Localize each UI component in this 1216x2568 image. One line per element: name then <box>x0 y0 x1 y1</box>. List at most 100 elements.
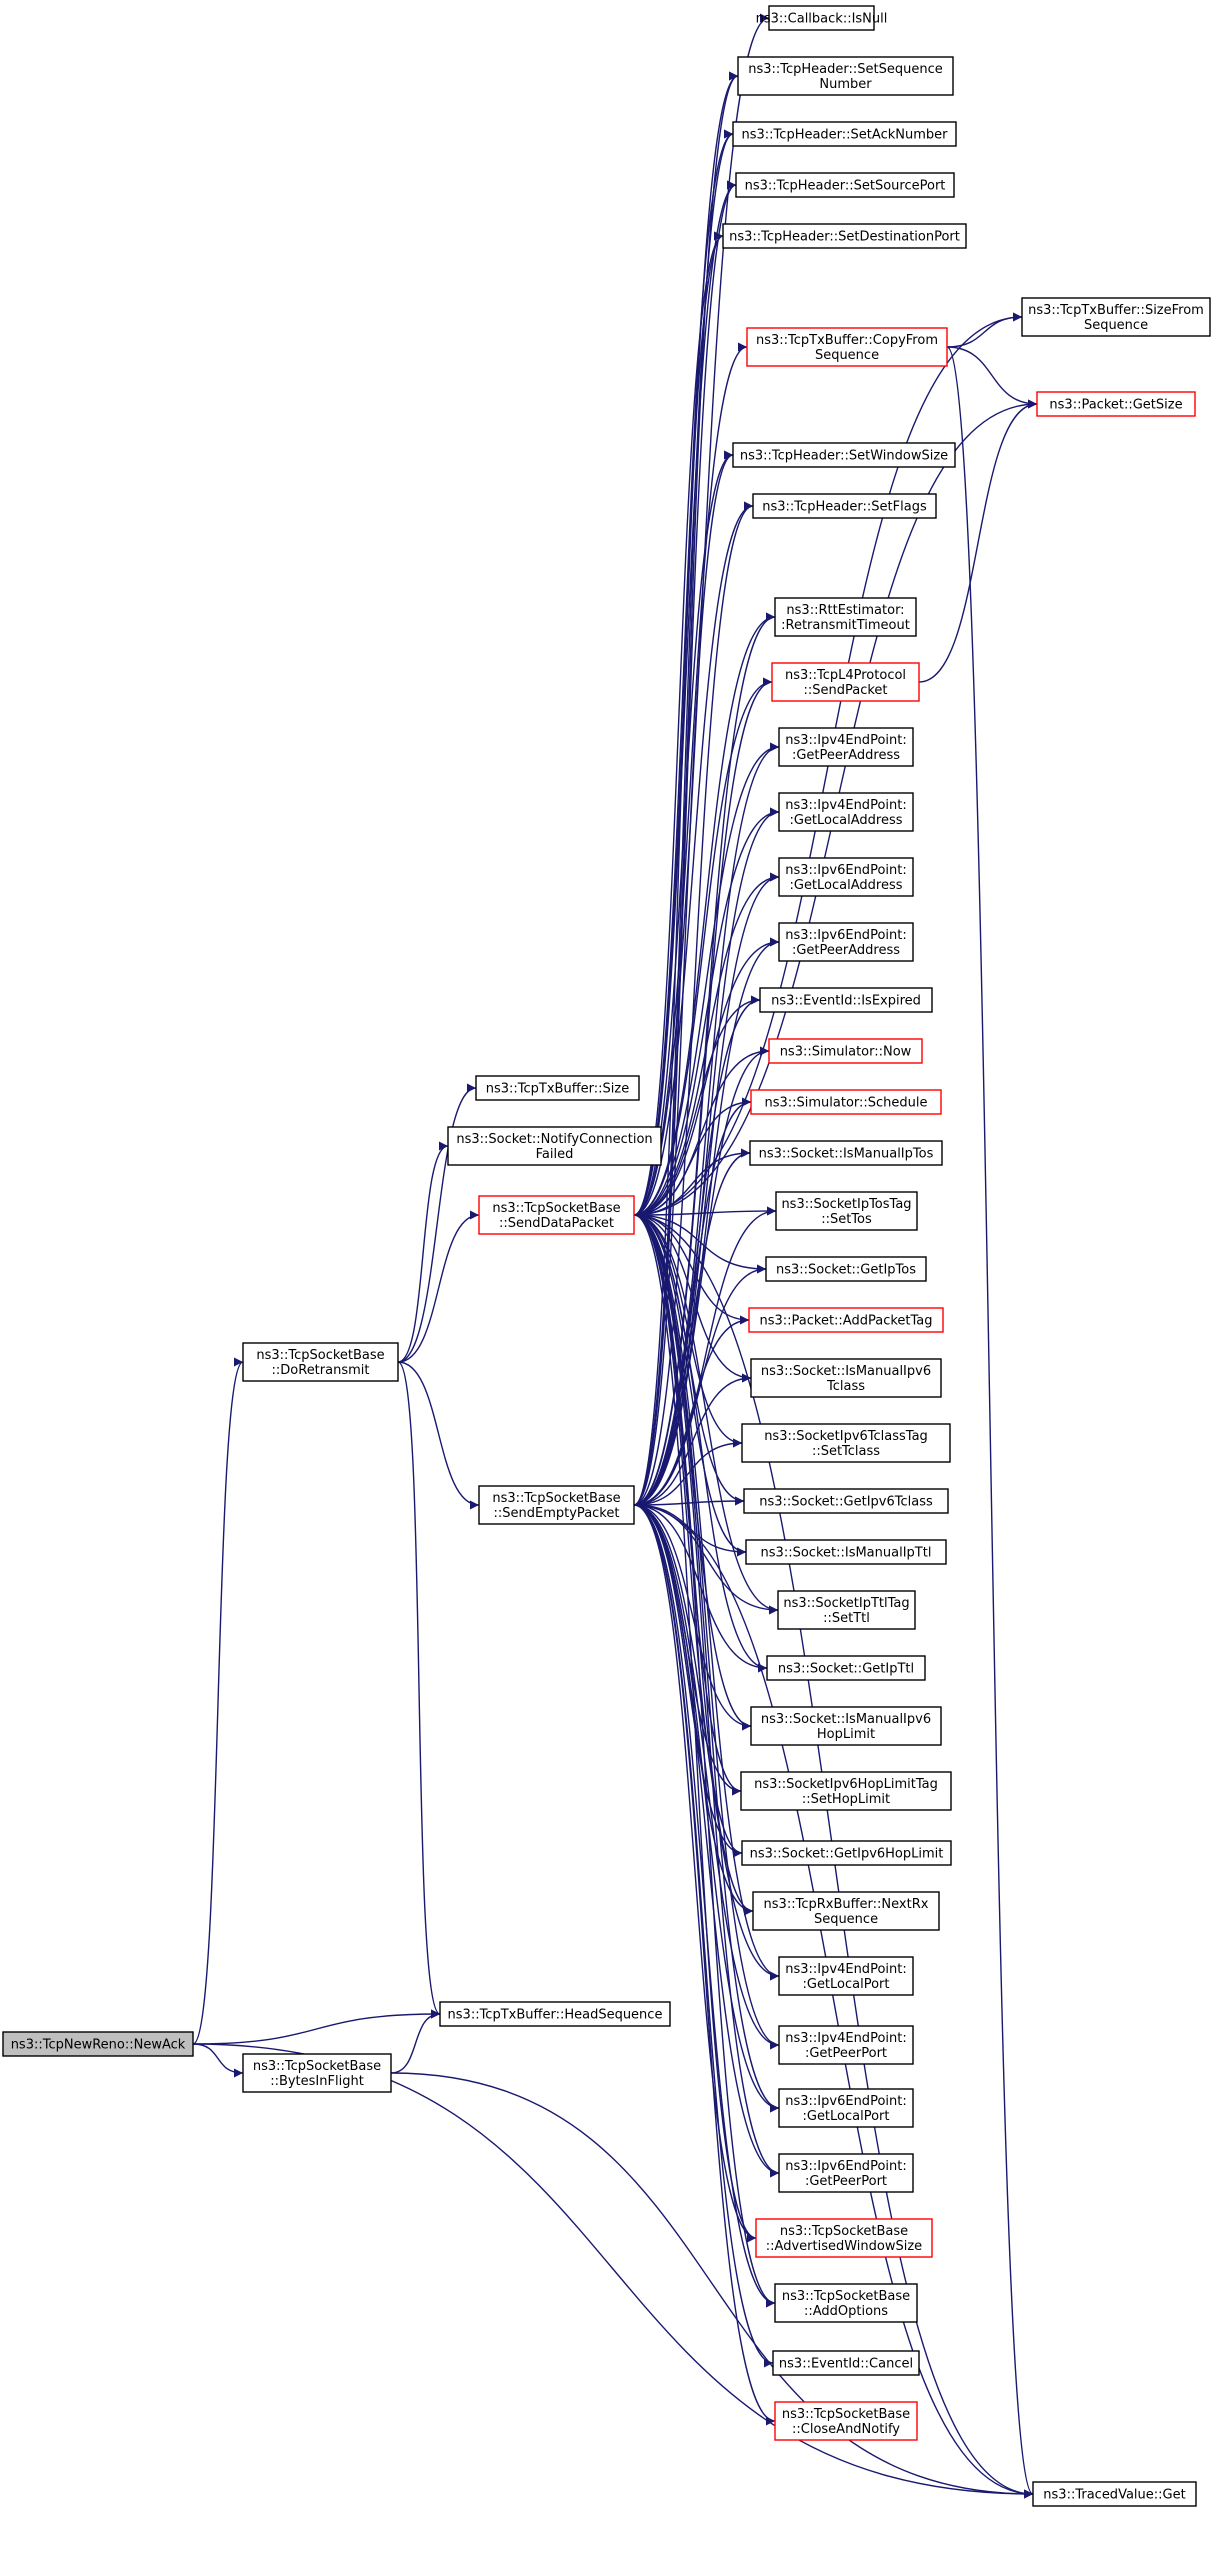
node-ip4local[interactable]: ns3::Ipv4EndPoint::GetLocalAddress <box>778 792 914 832</box>
node-box <box>774 597 917 637</box>
edge-sendemptypacket-to-tracedget <box>633 1504 1034 2499</box>
node-label-line: ns3::SocketIpTtlTag <box>783 1596 909 1611</box>
node-addpackettag[interactable]: ns3::Packet::AddPacketTag <box>748 1307 944 1333</box>
node-label-line: ::SetTtl <box>823 1611 870 1626</box>
node-setdstport[interactable]: ns3::TcpHeader::SetDestinationPort <box>722 223 967 249</box>
node-bytesinflight[interactable]: ns3::TcpSocketBase::BytesInFlight <box>242 2053 392 2093</box>
edge-sendemptypacket-to-getipttl <box>633 1504 768 1673</box>
edge-sendemptypacket-to-l4send <box>633 677 773 1506</box>
node-v6tclasstag[interactable]: ns3::SocketIpv6TclassTag::SetTclass <box>741 1423 951 1463</box>
node-ip6localport[interactable]: ns3::Ipv6EndPoint::GetLocalPort <box>778 2088 914 2128</box>
node-box <box>735 172 955 198</box>
edge-senddatapacket-to-getiptos <box>633 1214 767 1274</box>
node-label-line: ns3::TcpSocketBase <box>492 1201 620 1216</box>
node-label-line: ns3::TcpSocketBase <box>782 2407 910 2422</box>
node-ip6peer[interactable]: ns3::Ipv6EndPoint::GetPeerAddress <box>778 922 914 962</box>
node-ismanualipttl[interactable]: ns3::Socket::IsManualIpTtl <box>745 1539 947 1565</box>
node-box <box>732 442 956 468</box>
node-label-line: ns3::Socket::GetIpTos <box>776 1263 916 1278</box>
node-sendemptypacket[interactable]: ns3::TcpSocketBase::SendEmptyPacket <box>478 1485 635 1525</box>
edge-newack-to-doretransmit <box>192 1357 244 2045</box>
node-setack[interactable]: ns3::TcpHeader::SetAckNumber <box>732 121 957 147</box>
node-ip4peer[interactable]: ns3::Ipv4EndPoint::GetPeerAddress <box>778 727 914 767</box>
node-iptostag[interactable]: ns3::SocketIpTosTag::SetTos <box>775 1191 918 1231</box>
node-box <box>737 56 954 96</box>
node-getiptos[interactable]: ns3::Socket::GetIpTos <box>765 1256 927 1282</box>
node-getsize[interactable]: ns3::Packet::GetSize <box>1036 391 1196 417</box>
edge-senddatapacket-to-l4send <box>633 677 773 1216</box>
node-eventcancel[interactable]: ns3::EventId::Cancel <box>772 2350 920 2376</box>
node-label-line: ns3::TcpSocketBase <box>256 1348 384 1363</box>
node-ipttltag[interactable]: ns3::SocketIpTtlTag::SetTtl <box>777 1590 916 1630</box>
node-setflags[interactable]: ns3::TcpHeader::SetFlags <box>752 493 937 519</box>
node-label-line: ns3::TcpHeader::SetWindowSize <box>740 449 948 464</box>
node-box <box>722 223 967 249</box>
node-setsrcport[interactable]: ns3::TcpHeader::SetSourcePort <box>735 172 955 198</box>
node-closenotify[interactable]: ns3::TcpSocketBase::CloseAndNotify <box>774 2401 918 2441</box>
node-simschedule[interactable]: ns3::Simulator::Schedule <box>750 1089 942 1115</box>
node-box <box>478 1195 635 1235</box>
node-label-line: ns3::Callback::IsNull <box>756 12 888 27</box>
node-box <box>752 493 937 519</box>
node-label-line: ns3::Ipv4EndPoint: <box>785 2031 906 2046</box>
node-box <box>749 1140 943 1166</box>
edge-senddatapacket-to-ip4peer <box>633 742 780 1216</box>
edge-bytesinflight-to-headsequence <box>390 2009 441 2074</box>
node-getipttl[interactable]: ns3::Socket::GetIpTtl <box>766 1655 926 1681</box>
node-box <box>447 1126 662 1166</box>
node-rto[interactable]: ns3::RttEstimator::RetransmitTimeout <box>774 597 917 637</box>
node-isnull[interactable]: ns3::Callback::IsNull <box>756 5 888 31</box>
node-ip4localport[interactable]: ns3::Ipv4EndPoint::GetLocalPort <box>778 1956 914 1996</box>
node-box <box>766 1655 926 1681</box>
node-l4send[interactable]: ns3::TcpL4Protocol::SendPacket <box>771 662 920 702</box>
node-ip6local[interactable]: ns3::Ipv6EndPoint::GetLocalAddress <box>778 857 914 897</box>
node-txsize[interactable]: ns3::TcpTxBuffer::Size <box>475 1075 640 1101</box>
node-ismanualiptos[interactable]: ns3::Socket::IsManualIpTos <box>749 1140 943 1166</box>
node-getv6tclass[interactable]: ns3::Socket::GetIpv6Tclass <box>743 1488 949 1514</box>
node-label-line: ns3::SocketIpTosTag <box>781 1197 911 1212</box>
edge-sendemptypacket-to-addpackettag <box>633 1315 750 1506</box>
node-label-line: ns3::Ipv4EndPoint: <box>785 1962 906 1977</box>
node-box <box>2 2031 194 2057</box>
node-label-line: ns3::Socket::GetIpTtl <box>778 1662 914 1677</box>
node-label-line: ns3::Socket::IsManualIpv6 <box>761 1364 931 1379</box>
edge-doretransmit-to-senddatapacket <box>397 1210 480 1363</box>
node-box <box>775 1191 918 1231</box>
node-box <box>778 2153 914 2193</box>
edge-sendemptypacket-to-closenotify <box>633 1504 776 2426</box>
node-box <box>752 1891 940 1931</box>
node-label-line: :GetLocalPort <box>802 1977 889 1992</box>
node-tracedget[interactable]: ns3::TracedValue::Get <box>1032 2481 1197 2507</box>
node-doretransmit[interactable]: ns3::TcpSocketBase::DoRetransmit <box>242 1342 399 1382</box>
node-simnow[interactable]: ns3::Simulator::Now <box>768 1038 923 1064</box>
node-addoptions[interactable]: ns3::TcpSocketBase::AddOptions <box>774 2283 918 2323</box>
node-label-line: Number <box>819 77 872 92</box>
node-ip6peerport[interactable]: ns3::Ipv6EndPoint::GetPeerPort <box>778 2153 914 2193</box>
node-box <box>778 727 914 767</box>
node-isexpired[interactable]: ns3::EventId::IsExpired <box>759 987 933 1013</box>
edge-sendemptypacket-to-setflags <box>633 501 754 1506</box>
edge-copyfromseq-to-sizefromseq <box>946 312 1023 348</box>
node-ip4peerport[interactable]: ns3::Ipv4EndPoint::GetPeerPort <box>778 2025 914 2065</box>
node-label-line: ns3::Socket::IsManualIpTtl <box>761 1546 932 1561</box>
node-v6hoptag[interactable]: ns3::SocketIpv6HopLimitTag::SetHopLimit <box>740 1771 952 1811</box>
node-box <box>755 2218 933 2258</box>
node-setwindow[interactable]: ns3::TcpHeader::SetWindowSize <box>732 442 956 468</box>
node-senddatapacket[interactable]: ns3::TcpSocketBase::SendDataPacket <box>478 1195 635 1235</box>
edge-newack-to-headsequence <box>192 2009 441 2045</box>
node-label-line: ns3::Ipv6EndPoint: <box>785 863 906 878</box>
node-newack[interactable]: ns3::TcpNewReno::NewAck <box>2 2031 194 2057</box>
node-box <box>741 1423 951 1463</box>
node-advwin[interactable]: ns3::TcpSocketBase::AdvertisedWindowSize <box>755 2218 933 2258</box>
node-getv6hop[interactable]: ns3::Socket::GetIpv6HopLimit <box>741 1840 952 1866</box>
node-label-line: ns3::Socket::GetIpv6HopLimit <box>750 1847 944 1862</box>
node-headsequence[interactable]: ns3::TcpTxBuffer::HeadSequence <box>439 2001 671 2027</box>
